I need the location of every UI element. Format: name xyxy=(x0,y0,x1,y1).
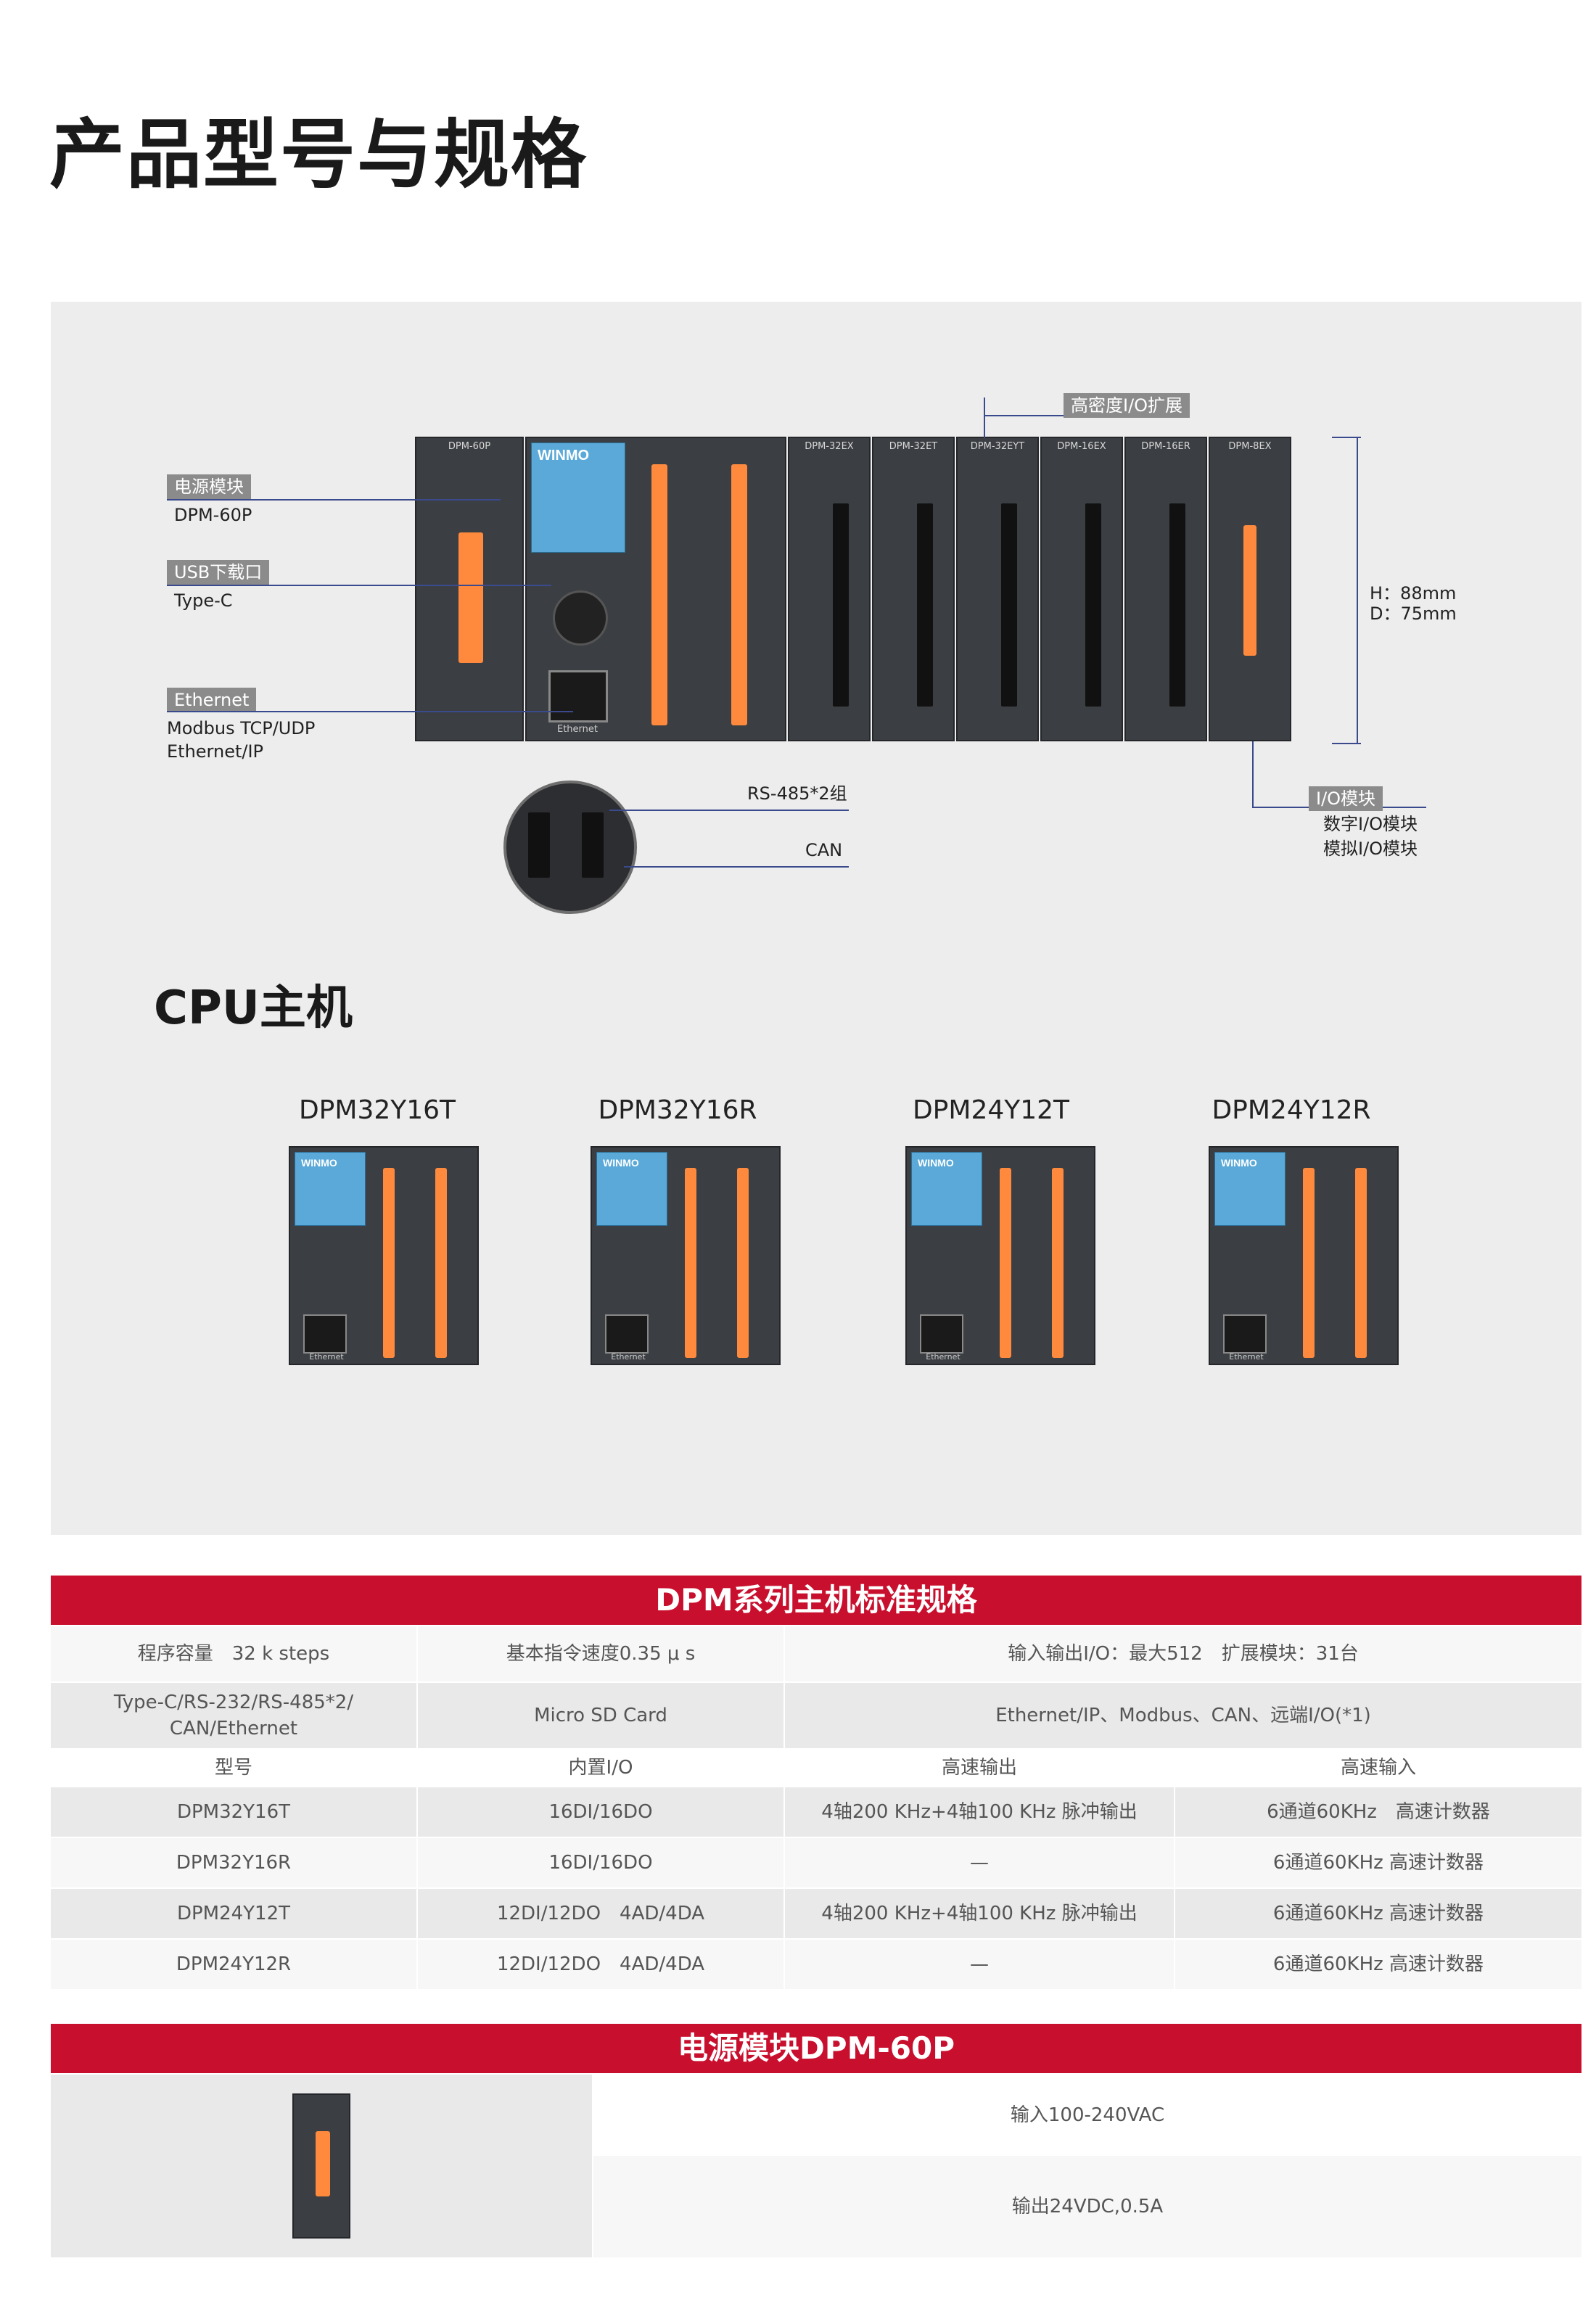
ethernet-port-label: Ethernet xyxy=(309,1352,344,1362)
cpu-module-image: WINMO Ethernet xyxy=(525,437,786,741)
power-module-caption: DPM-60P xyxy=(174,505,252,525)
rs485-can-inset xyxy=(503,781,637,914)
ethernet-port-label: Ethernet xyxy=(926,1352,961,1362)
input-cell: 6通道60KHz 高速计数器 xyxy=(1267,1801,1490,1823)
power-module-tag: 电源模块 xyxy=(167,474,251,499)
cpu-model-name: DPM32Y16R xyxy=(598,1095,757,1125)
module-label: DPM-32EX xyxy=(805,441,854,452)
table-row: DPM32Y16R 16DI/16DO — 6通道60KHz 高速计数器 xyxy=(51,1838,1581,1887)
module-label: DPM-16ER xyxy=(1141,441,1190,452)
model-cell: DPM32Y16R xyxy=(51,1838,418,1887)
dimension-height: H：88mm xyxy=(1370,583,1457,604)
spec-cell: Type-C/RS-232/RS-485*2/ CAN/Ethernet xyxy=(51,1683,418,1748)
can-caption: CAN xyxy=(805,840,843,860)
module-label: DPM-16EX xyxy=(1057,441,1106,452)
column-header: 内置I/O xyxy=(418,1748,785,1787)
column-header: 高速输出 xyxy=(785,1748,1175,1787)
spec-header-row: 型号 内置I/O 高速输出 高速输入 xyxy=(51,1748,1581,1787)
brand-logo: WINMO xyxy=(538,448,590,464)
table-row: DPM32Y16T 16DI/16DO 4轴200 KHz+4轴100 KHz … xyxy=(51,1787,1581,1837)
power-module-image-cell xyxy=(51,2075,593,2257)
io-cell: 16DI/16DO xyxy=(418,1838,785,1887)
expansion-module-image: DPM-32EX xyxy=(788,437,871,741)
model-cell: DPM32Y16T xyxy=(51,1787,418,1837)
cpu-product-image: WINMO Ethernet xyxy=(591,1146,781,1365)
module-label: DPM-32ET xyxy=(889,441,938,452)
cpu-product-image: WINMO Ethernet xyxy=(289,1146,479,1365)
ethernet-port-icon xyxy=(303,1314,347,1354)
power-spec-input: 输入100-240VAC xyxy=(593,2075,1581,2156)
ethernet-port-label: Ethernet xyxy=(1229,1352,1264,1362)
rs485-caption: RS-485*2组 xyxy=(747,783,847,804)
io-module-caption-line2: 模拟I/O模块 xyxy=(1323,839,1418,859)
brand-logo: WINMO xyxy=(301,1157,337,1169)
spec-row: 程序容量 32 k steps 基本指令速度0.35 μ s 输入输出I/O：最… xyxy=(51,1626,1581,1681)
page-title: 产品型号与规格 xyxy=(49,110,588,199)
io-cell: 12DI/12DO 4AD/4DA xyxy=(418,1889,785,1938)
dimension-depth: D：75mm xyxy=(1370,604,1457,624)
output-cell: — xyxy=(785,1940,1175,1989)
module-label: DPM-32EYT xyxy=(970,441,1025,452)
ethernet-tag: Ethernet xyxy=(167,688,257,712)
ethernet-port-label: Ethernet xyxy=(557,724,598,735)
cpu-product-image: WINMO Ethernet xyxy=(1209,1146,1399,1365)
spec-table-title: DPM系列主机标准规格 xyxy=(51,1576,1581,1625)
output-cell: 4轴200 KHz+4轴100 KHz 脉冲输出 xyxy=(785,1787,1175,1837)
ethernet-port-label: Ethernet xyxy=(611,1352,646,1362)
rs485-port-icon xyxy=(553,590,608,646)
brand-logo: WINMO xyxy=(603,1157,639,1169)
spec-cell: 输入输出I/O：最大512 扩展模块：31台 xyxy=(1008,1643,1359,1665)
io-cell: 12DI/12DO 4AD/4DA xyxy=(418,1940,785,1989)
spec-cell: Ethernet/IP、Modbus、CAN、远端I/O(*1) xyxy=(995,1705,1371,1726)
power-module-image xyxy=(292,2093,350,2239)
module-label: DPM-60P xyxy=(448,441,491,452)
input-cell: 6通道60KHz 高速计数器 xyxy=(1272,1903,1484,1924)
power-spec-output: 输出24VDC,0.5A xyxy=(593,2156,1581,2257)
model-cell: DPM24Y12R xyxy=(51,1940,418,1989)
ethernet-port-icon xyxy=(548,670,608,722)
cpu-model-name: DPM24Y12R xyxy=(1212,1095,1371,1125)
ethernet-port-icon xyxy=(1223,1314,1267,1354)
column-header: 高速输入 xyxy=(1340,1757,1416,1779)
io-cell: 16DI/16DO xyxy=(418,1787,785,1837)
ethernet-port-icon xyxy=(920,1314,963,1354)
ethernet-port-icon xyxy=(605,1314,649,1354)
ethernet-caption-line2: Ethernet/IP xyxy=(167,741,264,762)
cpu-model-name: DPM32Y16T xyxy=(298,1095,456,1125)
cpu-model-name: DPM24Y12T xyxy=(912,1095,1070,1125)
output-cell: — xyxy=(785,1838,1175,1887)
cpu-product-image: WINMO Ethernet xyxy=(905,1146,1095,1365)
spec-row: Type-C/RS-232/RS-485*2/ CAN/Ethernet Mic… xyxy=(51,1683,1581,1748)
expansion-module-image: DPM-32ET xyxy=(872,437,955,741)
usb-caption: Type-C xyxy=(174,590,233,611)
brand-logo: WINMO xyxy=(918,1157,954,1169)
module-label: DPM-8EX xyxy=(1228,441,1272,452)
column-header: 型号 xyxy=(51,1748,418,1787)
ethernet-caption-line1: Modbus TCP/UDP xyxy=(167,718,316,738)
spec-cell: 基本指令速度0.35 μ s xyxy=(418,1626,785,1681)
model-cell: DPM24Y12T xyxy=(51,1889,418,1938)
io-module-caption-line1: 数字I/O模块 xyxy=(1323,814,1418,834)
expansion-tag: 高密度I/O扩展 xyxy=(1064,393,1190,418)
usb-tag: USB下载口 xyxy=(167,560,270,585)
power-module-block: 输入100-240VAC 输出24VDC,0.5A xyxy=(51,2075,1581,2257)
input-cell: 6通道60KHz 高速计数器 xyxy=(1272,1953,1484,1975)
expansion-module-image: DPM-16ER xyxy=(1124,437,1207,741)
output-cell: 4轴200 KHz+4轴100 KHz 脉冲输出 xyxy=(785,1889,1175,1938)
io-module-tag: I/O模块 xyxy=(1309,786,1383,811)
cpu-section-title: CPU主机 xyxy=(154,981,353,1035)
spec-cell: 程序容量 32 k steps xyxy=(51,1626,418,1681)
table-row: DPM24Y12R 12DI/12DO 4AD/4DA — 6通道60KHz 高… xyxy=(51,1940,1581,1989)
brand-logo: WINMO xyxy=(1221,1157,1257,1169)
expansion-module-image: DPM-8EX xyxy=(1209,437,1291,741)
input-cell: 6通道60KHz 高速计数器 xyxy=(1272,1852,1484,1874)
plc-rack-image: DPM-60P WINMO Ethernet DPM-32EX DPM-32ET… xyxy=(415,437,1307,741)
table-row: DPM24Y12T 12DI/12DO 4AD/4DA 4轴200 KHz+4轴… xyxy=(51,1889,1581,1938)
power-module-title: 电源模块DPM-60P xyxy=(51,2024,1581,2073)
power-module-image: DPM-60P xyxy=(415,437,524,741)
spec-cell: Micro SD Card xyxy=(418,1683,785,1748)
expansion-module-image: DPM-16EX xyxy=(1040,437,1123,741)
expansion-module-image: DPM-32EYT xyxy=(956,437,1039,741)
